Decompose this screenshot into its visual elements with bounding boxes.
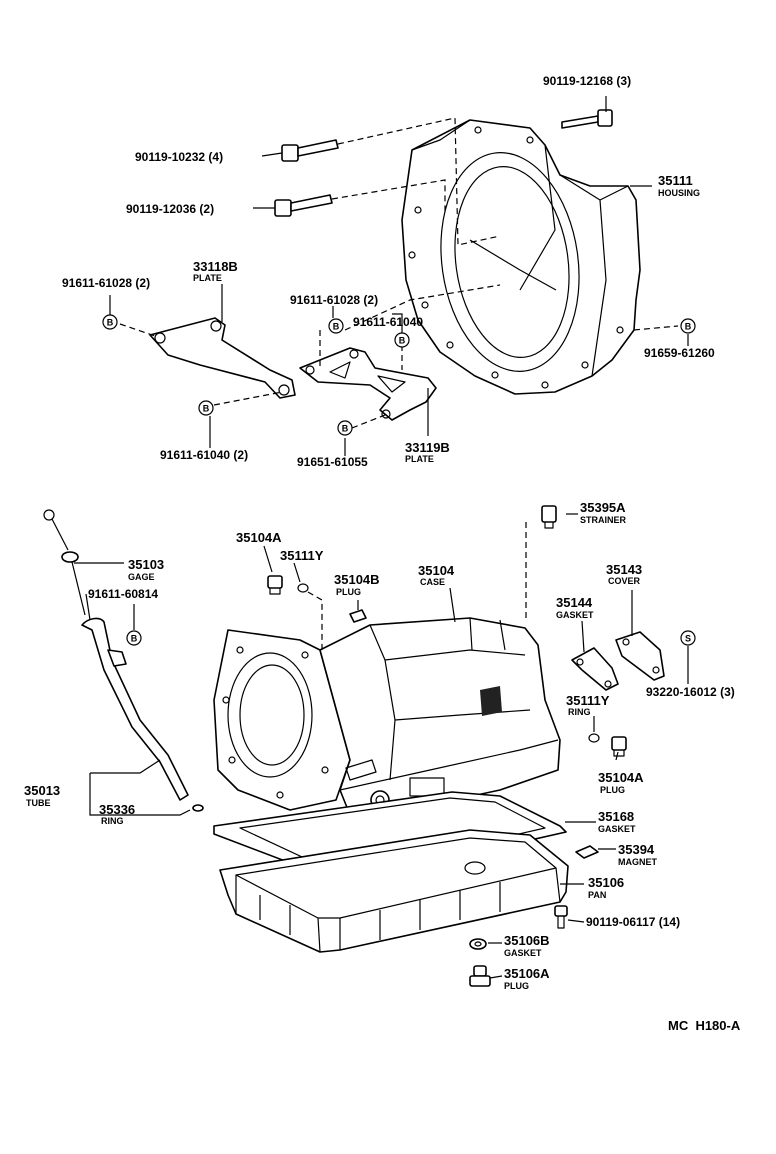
callout-35143-number: 35143 xyxy=(606,562,642,577)
dipstick-gage xyxy=(43,509,86,616)
oil-pan-35106-part xyxy=(219,829,569,953)
callout-35103-name: GAGE xyxy=(128,572,155,582)
callout-35104b-name: PLUG xyxy=(336,587,361,597)
callout-35111-number: 35111 xyxy=(658,173,693,188)
callout-35104a-number: 35104A xyxy=(598,770,644,785)
callout-35143-name: COVER xyxy=(608,576,641,586)
bolt-90119-12036 xyxy=(274,194,333,217)
callout-35104a-name: PLUG xyxy=(600,785,625,795)
bolt-marker-gage: B xyxy=(126,630,142,646)
callout-91611-61028-mid: 91611-61028 (2) xyxy=(290,293,378,307)
callout-35104b-number: 35104B xyxy=(334,572,380,587)
callout-93220-16012: 93220-16012 (3) xyxy=(646,685,735,699)
callout-90119-12168: 90119-12168 (3) xyxy=(543,74,631,88)
callout-35395a-name: STRAINER xyxy=(580,515,627,525)
callout-35144-number: 35144 xyxy=(556,595,593,610)
svg-text:B: B xyxy=(131,634,138,644)
housing-assembly xyxy=(401,119,641,395)
callout-91611-60814: 91611-60814 xyxy=(88,587,158,601)
gasket-35144-part xyxy=(571,647,619,691)
callout-91651-61055: 91651-61055 xyxy=(297,455,368,469)
bolt-marker-mid-2: B xyxy=(394,332,410,348)
diagram-code: MC H180-A xyxy=(668,1018,741,1033)
callout-35106b-name: GASKET xyxy=(504,948,542,958)
callout-35106-name: PAN xyxy=(588,890,606,900)
callout-35394-number: 35394 xyxy=(618,842,655,857)
callout-91659-61260: 91659-61260 xyxy=(644,346,715,360)
bolt-marker-mid-1: B xyxy=(328,318,344,334)
callout-35394-name: MAGNET xyxy=(618,857,657,867)
plug-35106a-part xyxy=(469,965,491,987)
plug-35104a-top-part xyxy=(267,575,283,595)
strainer-35395a-part xyxy=(541,505,557,529)
ring-35111y-top-part xyxy=(297,583,309,593)
callout-90119-10232: 90119-10232 (4) xyxy=(135,150,223,164)
magnet-35394-part xyxy=(575,845,599,859)
callout-35106a-number: 35106A xyxy=(504,966,550,981)
callout-35111y-number: 35111Y xyxy=(566,693,610,708)
plug-35104b-part xyxy=(349,609,367,623)
callout-90119-06117: 90119-06117 (14) xyxy=(586,915,680,929)
bottom-dashed-leaders xyxy=(307,522,527,650)
bottom-solid-leaders xyxy=(74,513,689,979)
svg-text:B: B xyxy=(107,318,114,328)
callout-91611-61040-left: 91611-61040 (2) xyxy=(160,448,248,462)
svg-text:B: B xyxy=(342,424,349,434)
svg-text:B: B xyxy=(333,322,340,332)
top-dashed-leaders xyxy=(119,117,679,429)
plate-33118b xyxy=(149,317,296,399)
bolt-90119-06117-part xyxy=(554,905,568,929)
callout-35168-number: 35168 xyxy=(598,809,634,824)
callout-35144-name: GASKET xyxy=(556,610,594,620)
callout-35104-number: 35104 xyxy=(418,563,455,578)
bolt-90119-12168 xyxy=(561,109,613,129)
callout-90119-12036: 90119-12036 (2) xyxy=(126,202,214,216)
filler-tube xyxy=(81,617,204,812)
callout-35104a-top: 35104A xyxy=(236,530,282,545)
svg-text:S: S xyxy=(685,634,691,644)
top-solid-leaders xyxy=(109,96,689,456)
callout-35013-number: 35013 xyxy=(24,783,60,798)
callout-35103-number: 35103 xyxy=(128,557,164,572)
transmission-case xyxy=(213,617,561,821)
callout-33118b-number: 33118B xyxy=(193,259,238,274)
screw-marker-cover: S xyxy=(680,630,696,646)
callout-35104-name: CASE xyxy=(420,577,445,587)
bolt-90119-10232 xyxy=(281,139,339,162)
plate-33119b xyxy=(299,347,437,421)
callout-33119b-number: 33119B xyxy=(405,440,450,455)
callout-91611-61040-mid: 91611-61040 xyxy=(353,315,423,329)
plug-35104a-part xyxy=(611,736,627,757)
bolt-marker-top-left: B xyxy=(102,314,118,330)
gasket-35106b-part xyxy=(469,938,487,950)
callout-35111-name: HOUSING xyxy=(658,188,700,198)
svg-text:B: B xyxy=(685,322,692,332)
callout-33118b-name: PLATE xyxy=(193,273,222,283)
callout-35168-name: GASKET xyxy=(598,824,636,834)
svg-text:B: B xyxy=(203,404,210,414)
callout-35395a-number: 35395A xyxy=(580,500,626,515)
callout-35106a-name: PLUG xyxy=(504,981,529,991)
callout-35336-name: RING xyxy=(101,816,124,826)
callout-33119b-name: PLATE xyxy=(405,454,434,464)
bolt-marker-lower-left: B xyxy=(198,400,214,416)
callout-35111y-name: RING xyxy=(568,707,591,717)
callout-35106-number: 35106 xyxy=(588,875,624,890)
bolt-marker-mid-3: B xyxy=(337,420,353,436)
callout-35336-number: 35336 xyxy=(99,802,135,817)
ring-35111y-part xyxy=(588,733,600,743)
svg-text:B: B xyxy=(399,336,406,346)
bolt-marker-right: B xyxy=(680,318,696,334)
cover-35143-part xyxy=(615,631,665,681)
callout-35106b-number: 35106B xyxy=(504,933,550,948)
callout-35013-name: TUBE xyxy=(26,798,51,808)
callout-35111y-top: 35111Y xyxy=(280,548,324,563)
callout-91611-61028-left: 91611-61028 (2) xyxy=(62,276,150,290)
